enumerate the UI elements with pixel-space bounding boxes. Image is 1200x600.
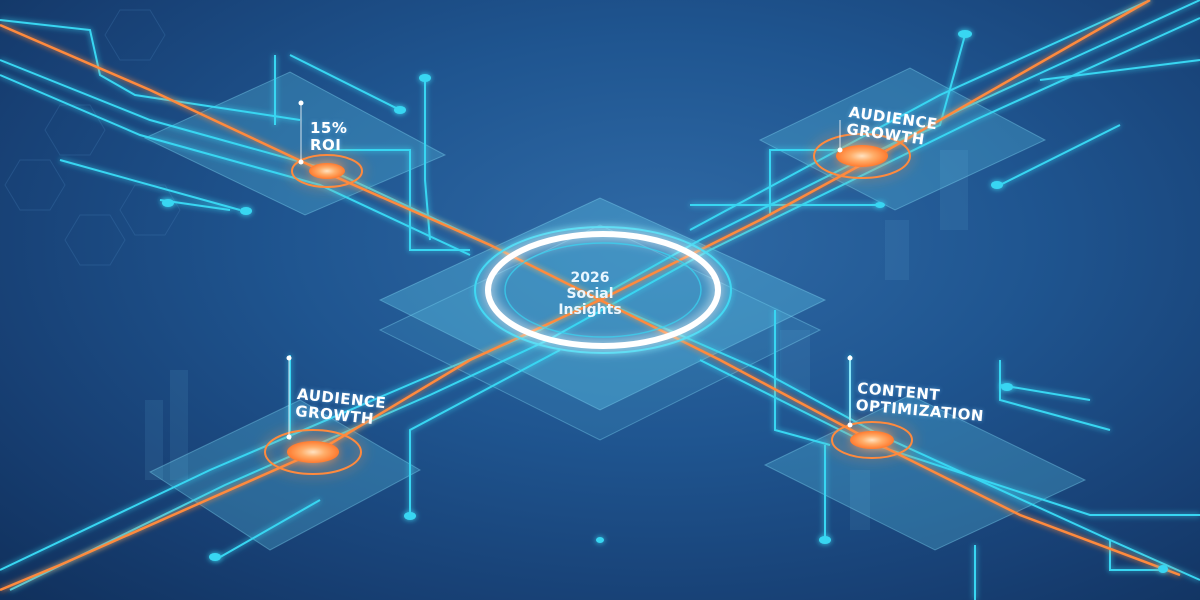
node-bottom-left: [264, 429, 362, 475]
panel-top-left: [143, 71, 447, 216]
background-bars: [145, 150, 968, 530]
endpoint-dots: [162, 30, 1168, 573]
hub-rings: [474, 226, 732, 354]
hexagon-pattern: [4, 9, 181, 266]
node-bottom-right: [831, 421, 913, 459]
hub-line1: Social: [566, 286, 614, 302]
hub-label: 2026 Social Insights: [520, 270, 660, 318]
hub-year: 2026: [570, 270, 610, 286]
panel-hub: [378, 197, 827, 411]
label-pins: [288, 103, 851, 437]
label-top-left-line1: 15%: [310, 119, 348, 137]
pin-dots: [286, 100, 853, 440]
node-top-right: [813, 133, 911, 179]
label-top-left-line2: ROI: [310, 136, 342, 154]
hub-line2: Insights: [558, 302, 622, 318]
label-top-left: 15% ROI: [310, 120, 347, 154]
panel-bottom-left: [148, 399, 422, 551]
node-top-left: [291, 154, 363, 188]
panel-bottom-right: [763, 394, 1087, 551]
